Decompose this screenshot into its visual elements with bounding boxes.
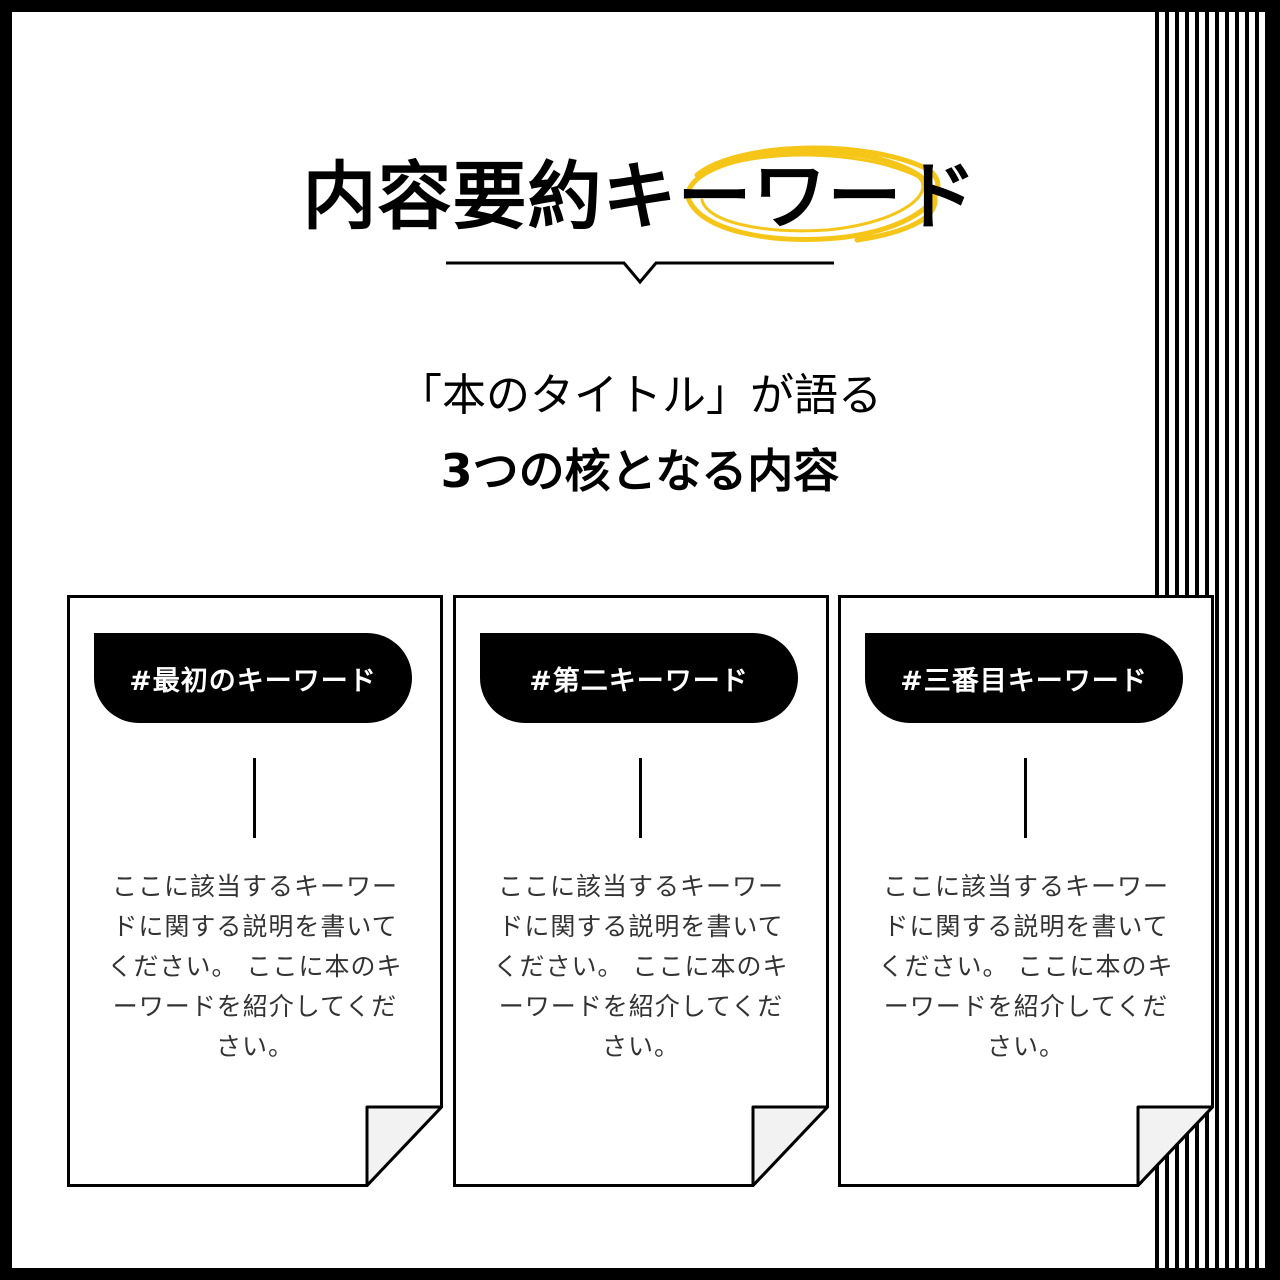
paper-sheet — [838, 595, 1214, 1187]
keyword-card-1: #最初のキーワード ここに該当するキーワードに関する説明を書いてください。 ここ… — [67, 595, 443, 1187]
separator-line — [253, 758, 256, 838]
paper-sheet — [67, 595, 443, 1187]
keyword-description: ここに該当するキーワードに関する説明を書いてください。 ここに本のキーワードを紹… — [107, 872, 403, 1061]
subtitle-line-1: 「本のタイトル」が語る — [398, 370, 882, 421]
keyword-card-2: #第二キーワード ここに該当するキーワードに関する説明を書いてください。 ここに… — [453, 595, 829, 1187]
keyword-tag: #最初のキーワード — [94, 633, 412, 723]
subtitle-line-2: 3つの核となる内容 — [440, 444, 840, 498]
keyword-description: ここに該当するキーワードに関する説明を書いてください。 ここに本のキーワードを紹… — [878, 872, 1174, 1061]
keyword-card-3: #三番目キーワード ここに該当するキーワードに関する説明を書いてください。 ここ… — [838, 595, 1214, 1187]
separator-line — [639, 758, 642, 838]
separator-line — [1024, 758, 1027, 838]
poster-frame: 内容要約キーワード 「本のタイトル」が語る 3つの核となる内容 #最初のキーワー… — [12, 12, 1268, 1268]
highlight-scribble — [685, 145, 941, 243]
paper-sheet — [453, 595, 829, 1187]
keyword-tag: #三番目キーワード — [865, 633, 1183, 723]
page-title: 内容要約キーワード — [302, 154, 978, 240]
keyword-description: ここに該当するキーワードに関する説明を書いてください。 ここに本のキーワードを紹… — [493, 872, 789, 1061]
title-divider — [446, 261, 834, 285]
keyword-tag: #第二キーワード — [480, 633, 798, 723]
